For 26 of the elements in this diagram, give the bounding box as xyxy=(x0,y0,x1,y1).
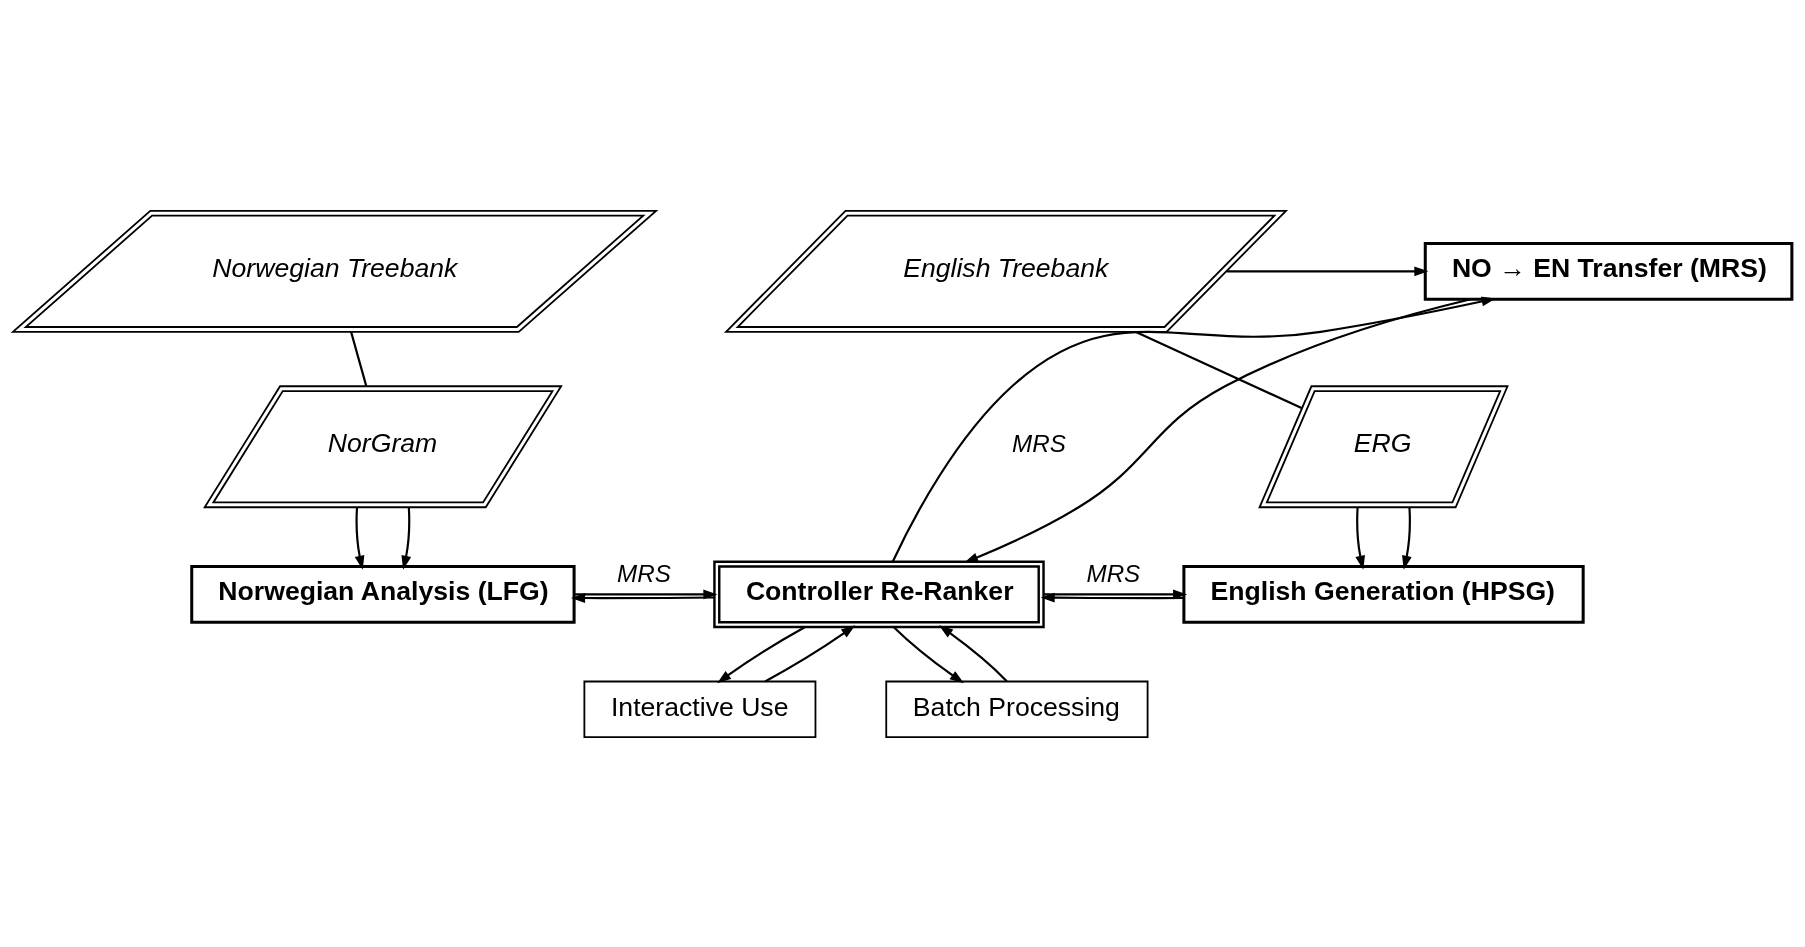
arrow xyxy=(1040,592,1184,603)
arrow xyxy=(893,625,964,683)
arrow xyxy=(1355,506,1365,570)
edge-label: MRS xyxy=(617,559,671,587)
arrow xyxy=(571,592,715,603)
node-box: Controller Re-Ranker xyxy=(713,560,1045,628)
connector xyxy=(1134,330,1303,409)
node-box: English Generation (HPSG) xyxy=(1182,564,1585,624)
arrow xyxy=(939,624,1008,682)
arrow xyxy=(764,624,856,682)
arrow xyxy=(354,506,365,570)
arrow xyxy=(1043,588,1188,599)
arrow xyxy=(964,297,1471,563)
node-box: Norwegian Analysis (LFG) xyxy=(190,564,576,624)
arrow xyxy=(574,588,718,599)
arrow xyxy=(1226,265,1429,276)
node-box: NO → EN Transfer (MRS) xyxy=(1423,241,1794,301)
arrow xyxy=(891,296,1496,562)
node-box: Interactive Use xyxy=(583,680,817,738)
arrow xyxy=(717,625,806,683)
arrow xyxy=(401,506,412,570)
edge-label: MRS xyxy=(1086,559,1141,587)
arrow xyxy=(1402,506,1412,570)
node-box: Batch Processing xyxy=(885,680,1149,738)
edge-label: MRS xyxy=(1012,429,1066,457)
connector xyxy=(350,331,368,386)
